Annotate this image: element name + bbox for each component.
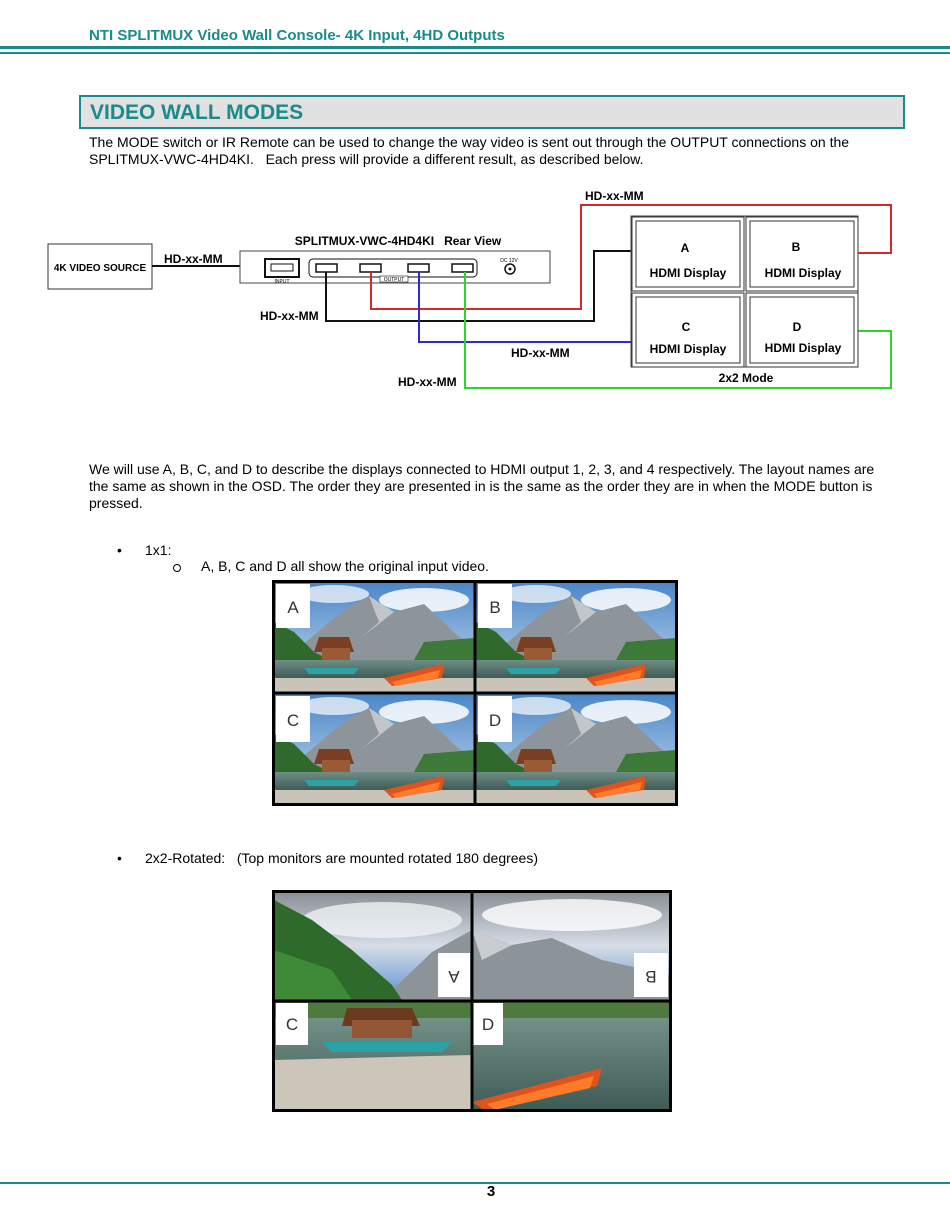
page-number: 3: [486, 1183, 496, 1200]
mode-1x1-bullet: •: [117, 542, 122, 558]
cable-black: [325, 250, 632, 322]
cable-top-label: HD-xx-MM: [585, 189, 644, 203]
intro-paragraph: The MODE switch or IR Remote can be used…: [89, 134, 849, 168]
output-port-1: [315, 263, 338, 273]
mode-2x2-rotated-title: 2x2-Rotated: (Top monitors are mounted r…: [145, 850, 538, 866]
mode-2x2-rotated-tile-c-letter: C: [286, 1015, 298, 1034]
mode-1x1-sub-bullet: [173, 564, 181, 572]
mode-2x2-rotated-tile-b-box: [634, 953, 668, 997]
display-d-screen: [749, 296, 855, 364]
power-jack-pin: [508, 267, 512, 271]
display-a-screen: [635, 220, 741, 288]
display-a-label: HDMI Display: [650, 266, 727, 280]
display-c-screen: [635, 296, 741, 364]
video-source-label: 4K VIDEO SOURCE: [54, 263, 147, 274]
header-rule-top: [0, 46, 950, 49]
mode-1x1-tile-a-letter: A: [287, 598, 299, 617]
mode-1x1-tile-b-letter: B: [489, 598, 500, 617]
mode-1x1-tile-a: A: [274, 582, 474, 694]
output-label-box: [379, 275, 409, 283]
document-header-title: NTI SPLITMUX Video Wall Console- 4K Inpu…: [89, 27, 505, 44]
mode-1x1-tile-d: D: [476, 694, 676, 806]
display-d-letter: D: [793, 320, 802, 334]
layout-description: We will use A, B, C, and D to describe t…: [89, 461, 874, 512]
input-cable-label: HD-xx-MM: [164, 252, 223, 266]
display-b-label: HDMI Display: [765, 266, 842, 280]
cable-blue-label: HD-xx-MM: [511, 346, 570, 360]
mode-2x2-rotated-tile-a-letter: A: [448, 967, 460, 986]
description-line-1: We will use A, B, C, and D to describe t…: [89, 461, 875, 477]
output-port-4: [451, 263, 474, 273]
mode-label: 2x2 Mode: [719, 371, 774, 385]
section-heading-box: VIDEO WALL MODES: [79, 95, 905, 129]
output-port-2: [359, 263, 382, 273]
display-c-letter: C: [682, 320, 691, 334]
cable-blue: [418, 272, 632, 343]
display-b-screen: [749, 220, 855, 288]
device-title: SPLITMUX-VWC-4HD4KI Rear View: [295, 234, 502, 248]
connection-diagram: 4K VIDEO SOURCE HD-xx-MM SPLITMUX-VWC-4H…: [47, 189, 892, 389]
mode-1x1-illustration: A B C D: [272, 580, 678, 806]
mode-2x2-rotated-tile-d-box: [473, 1003, 503, 1045]
cable-green: [464, 272, 892, 389]
mode-1x1-tile-d-letter: D: [489, 711, 501, 730]
mode-2x2-rotated-tile-d-letter: D: [482, 1015, 494, 1034]
mode-2x2-rotated-tile-c-box: [276, 1003, 308, 1045]
description-line-3: pressed.: [89, 495, 143, 511]
mode-2x2-rotated-bullet: •: [117, 850, 122, 866]
mode-2x2-rotated-tile-b-letter: B: [645, 967, 656, 986]
mode-1x1-tile-c: C: [274, 694, 474, 806]
mode-1x1-tile-c-letter: C: [287, 711, 299, 730]
description-line-2: the same as shown in the OSD. The order …: [89, 478, 873, 494]
intro-line-1: The MODE switch or IR Remote can be used…: [89, 134, 850, 150]
display-b-letter: B: [792, 240, 801, 254]
power-label: DC 12V: [500, 258, 518, 264]
display-a-letter: A: [681, 241, 690, 255]
output-label: OUTPUT: [384, 277, 405, 283]
intro-line-2: SPLITMUX-VWC-4HD4KI. Each press will pro…: [89, 151, 644, 167]
cable-black-label: HD-xx-MM: [260, 309, 319, 323]
display-c-label: HDMI Display: [650, 342, 727, 356]
input-port-socket: [270, 263, 294, 272]
mode-2x2-rotated-illustration: A B C D: [272, 890, 672, 1112]
cable-green-label: HD-xx-MM: [398, 375, 457, 389]
mode-1x1-description: A, B, C and D all show the original inpu…: [201, 558, 489, 574]
output-port-3: [407, 263, 430, 273]
footer-rule: [0, 1182, 950, 1184]
video-source-box: [47, 243, 153, 290]
mode-1x1-tile-b: B: [476, 582, 676, 694]
mode-1x1-title: 1x1:: [145, 542, 172, 558]
cable-red: [370, 204, 892, 310]
section-title: VIDEO WALL MODES: [90, 101, 304, 124]
header-rule-bottom: [0, 52, 950, 54]
display-d-label: HDMI Display: [765, 341, 842, 355]
mode-2x2-rotated-tile-a-box: [438, 953, 470, 997]
input-port-label: INPUT: [275, 279, 290, 285]
